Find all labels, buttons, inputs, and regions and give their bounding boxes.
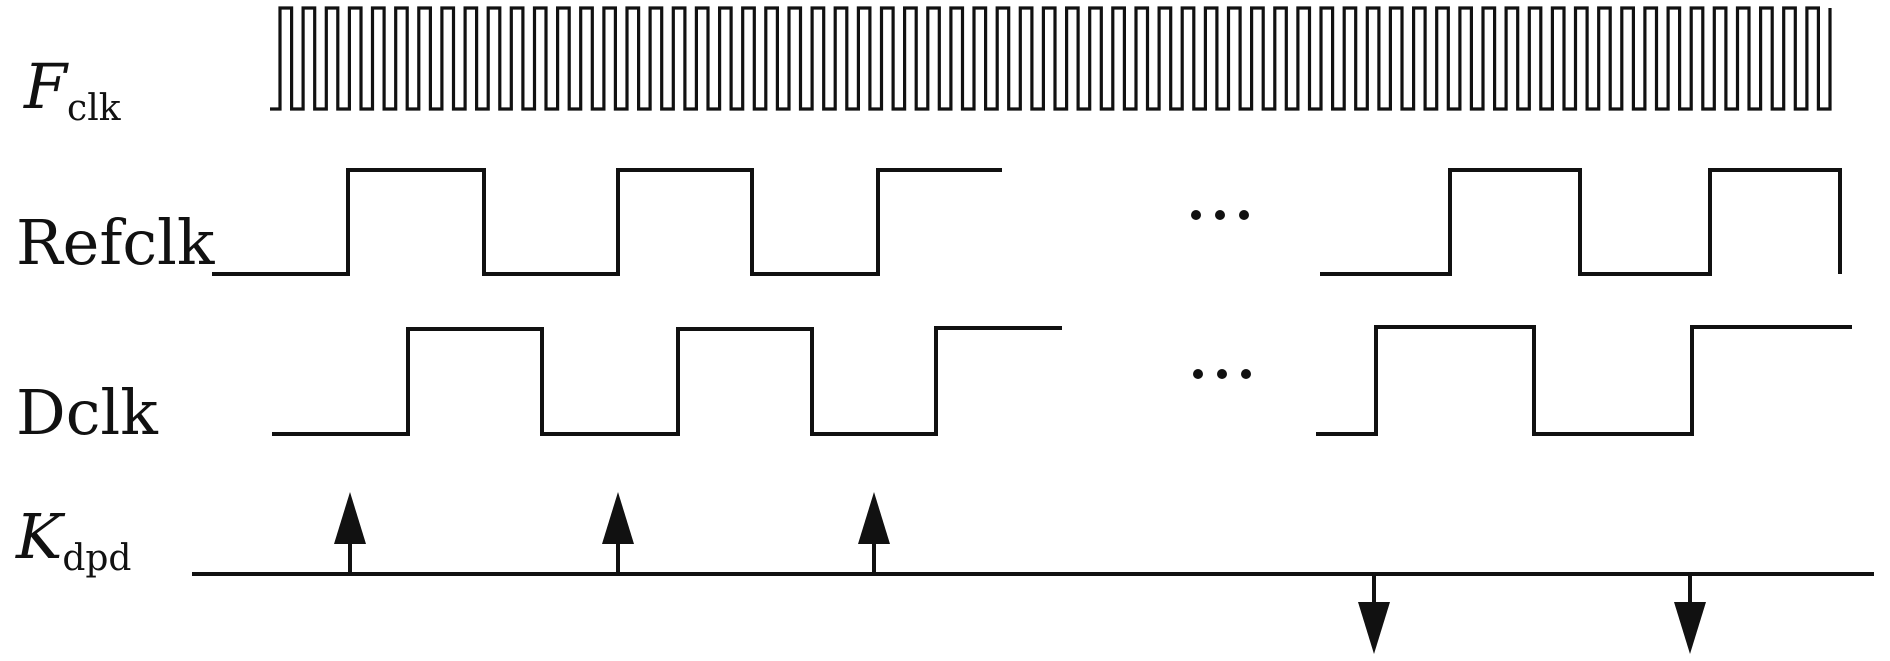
kdpd-arrow-up: [334, 492, 366, 574]
kdpd-symbol: K: [15, 500, 66, 573]
fclk-waveform: [270, 6, 1832, 111]
kdpd-arrow-up: [858, 492, 890, 574]
refclk-ellipsis: [1191, 210, 1249, 220]
kdpd-label: Kdpd: [15, 500, 131, 579]
kdpd-subscript: dpd: [62, 538, 131, 579]
fclk-subscript: clk: [67, 88, 122, 129]
refclk-waveform-left: [212, 168, 1002, 276]
dclk-waveform-left: [272, 326, 1062, 436]
dclk-waveform-right: [1316, 325, 1852, 436]
dclk-ellipsis: [1193, 369, 1251, 379]
fclk-symbol: F: [23, 50, 69, 123]
refclk-label: Refclk: [16, 206, 215, 279]
kdpd-arrow-down: [1358, 574, 1390, 654]
kdpd-arrow-down: [1674, 574, 1706, 654]
refclk-waveform-right: [1320, 168, 1842, 276]
kdpd-arrow-up: [602, 492, 634, 574]
fclk-label: Fclk: [23, 50, 122, 129]
dclk-label: Dclk: [16, 376, 158, 449]
